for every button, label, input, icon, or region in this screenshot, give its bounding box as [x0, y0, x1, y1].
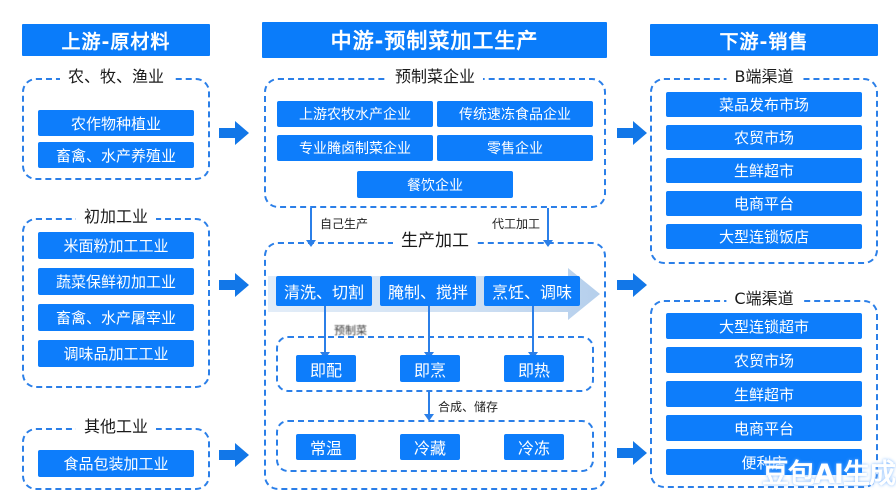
label-synthesis-storage: 合成、储存: [438, 400, 499, 414]
chip-step-cook-season[interactable]: 烹饪、调味: [484, 276, 580, 306]
chip-retail-enterprise[interactable]: 零售企业: [437, 135, 593, 161]
chip-b-fresh-supermarket[interactable]: 生鲜超市: [666, 158, 862, 183]
group-ready-products: [276, 336, 594, 392]
chip-slaughtering[interactable]: 畜禽、水产屠宰业: [38, 304, 194, 331]
group-title-c-channel: C端渠道: [726, 290, 802, 308]
chip-b-chain-restaurant[interactable]: 大型连锁饭店: [666, 224, 862, 249]
chip-ambient-temperature[interactable]: 常温: [296, 434, 356, 460]
chip-frozen-food-enterprise[interactable]: 传统速冻食品企业: [437, 101, 593, 127]
flow-arrow-upstream-1: [219, 121, 249, 145]
flow-arrow-upstream-3: [219, 443, 249, 467]
flow-arrow-downstream-2: [617, 273, 647, 297]
chip-frozen[interactable]: 冷冻: [504, 434, 564, 460]
chip-marinated-dish-enterprise[interactable]: 专业腌卤制菜企业: [277, 135, 433, 161]
step-line-3: [532, 306, 534, 354]
flow-arrow-downstream-3: [617, 441, 647, 465]
chip-refrigerated[interactable]: 冷藏: [400, 434, 460, 460]
chip-b-ecommerce-platform[interactable]: 电商平台: [666, 191, 862, 216]
step-line-1: [324, 306, 326, 354]
chip-b-farmers-market[interactable]: 农贸市场: [666, 125, 862, 150]
group-title-b-channel: B端渠道: [726, 68, 802, 86]
storage-connector-line: [428, 392, 430, 416]
watermark-bottom-right: 豆包AI生成: [762, 459, 896, 490]
connector-line-oem: [547, 208, 549, 242]
column-header-midstream: 中游-预制菜加工生产: [262, 22, 607, 58]
chip-catering-enterprise[interactable]: 餐饮企业: [357, 171, 513, 198]
chip-step-wash-cut[interactable]: 清洗、切割: [276, 276, 372, 306]
flow-arrow-upstream-2: [219, 273, 249, 297]
chip-c-fresh-supermarket[interactable]: 生鲜超市: [666, 381, 862, 407]
column-header-upstream: 上游-原材料: [22, 24, 210, 56]
group-title-enterprises: 预制菜企业: [386, 68, 484, 86]
group-title-agriculture: 农、牧、渔业: [59, 68, 173, 86]
chip-c-ecommerce-platform[interactable]: 电商平台: [666, 415, 862, 441]
chip-livestock-aquaculture[interactable]: 畜禽、水产养殖业: [38, 142, 194, 168]
watermark-top-left: [6, 3, 10, 13]
chip-vegetable-preservation[interactable]: 蔬菜保鲜初加工业: [38, 268, 194, 295]
group-title-primary-processing: 初加工业: [75, 208, 157, 226]
storage-connector-arrowhead: [424, 414, 434, 421]
chip-b-dish-release-market[interactable]: 菜品发布市场: [666, 92, 862, 117]
step-line-2: [428, 306, 430, 354]
chip-upstream-agri-enterprise[interactable]: 上游农牧水产企业: [277, 101, 433, 127]
column-header-downstream: 下游-销售: [650, 24, 878, 56]
group-title-production: 生产加工: [393, 232, 477, 250]
watermark-bottom-right-small: [812, 489, 816, 498]
chip-food-packaging[interactable]: 食品包装加工业: [38, 450, 194, 477]
chip-c-convenience-store[interactable]: 便利店: [666, 449, 862, 475]
flow-arrow-downstream-1: [617, 121, 647, 145]
chip-ready-to-heat[interactable]: 即热: [504, 355, 564, 382]
chip-ready-to-cook[interactable]: 即烹: [400, 355, 460, 382]
chip-seasoning-processing[interactable]: 调味品加工工业: [38, 340, 194, 367]
label-prepared-dish: 预制菜: [334, 324, 367, 337]
connector-line-self-production: [310, 208, 312, 242]
group-storage-modes: [276, 420, 594, 472]
chip-crop-planting[interactable]: 农作物种植业: [38, 110, 194, 136]
chip-flour-processing[interactable]: 米面粉加工工业: [38, 232, 194, 259]
chip-c-farmers-market[interactable]: 农贸市场: [666, 347, 862, 373]
chip-ready-to-assemble[interactable]: 即配: [296, 355, 356, 382]
connector-label-oem: 代工加工: [492, 217, 541, 231]
chip-c-chain-supermarket[interactable]: 大型连锁超市: [666, 313, 862, 339]
group-title-other-industry: 其他工业: [75, 418, 157, 436]
chip-step-marinate-mix[interactable]: 腌制、搅拌: [380, 276, 476, 306]
connector-label-self-production: 自己生产: [320, 217, 369, 231]
